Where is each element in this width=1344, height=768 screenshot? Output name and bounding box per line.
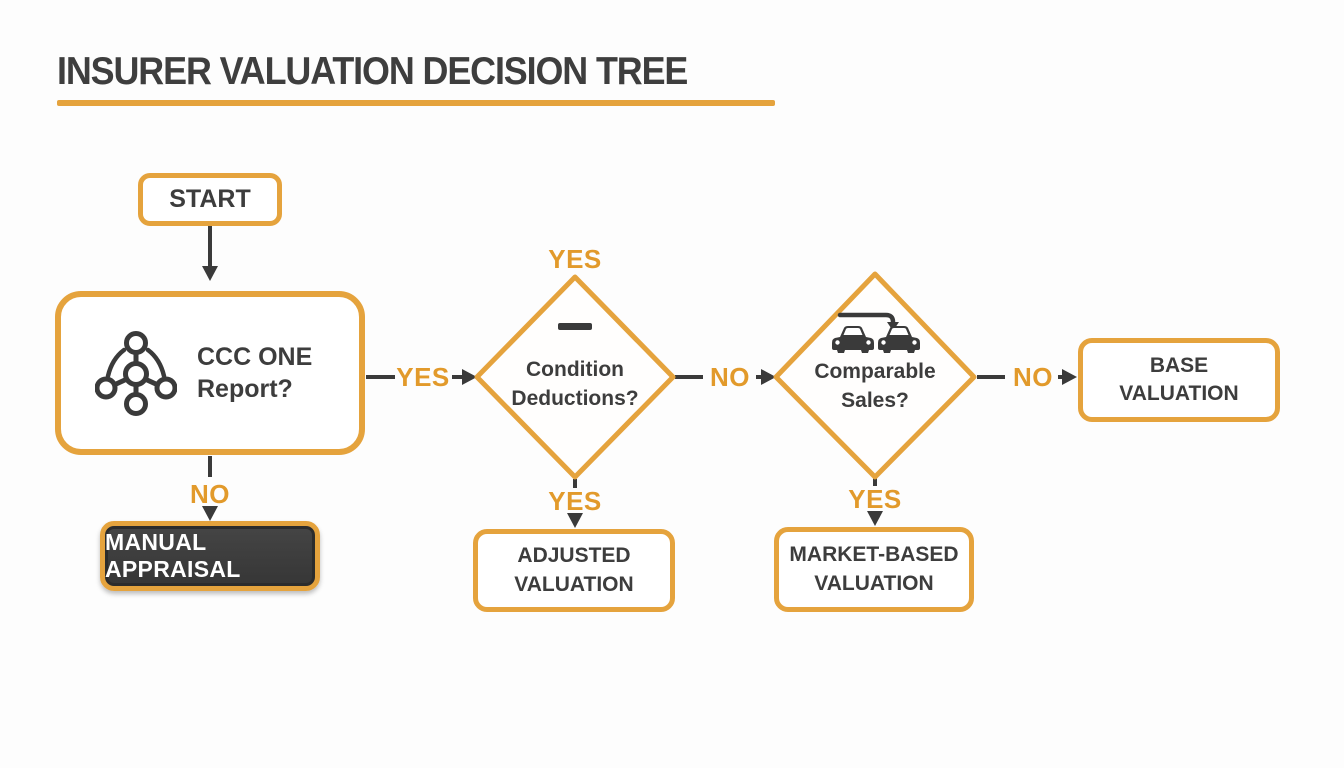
edge-label-comparable-no: NO (1013, 362, 1053, 392)
connector-comparable-to-base (977, 369, 1077, 385)
condition-deductions-diamond (474, 274, 676, 480)
connector-condition-to-adjusted (567, 479, 583, 528)
start-label: START (169, 185, 251, 213)
ccc-one-report-label: CCC ONE Report? (197, 343, 313, 403)
adjusted-valuation-node: ADJUSTED VALUATION (473, 529, 675, 612)
edge-label-condition-yes: YES (548, 486, 602, 516)
car-comparison-icon (832, 312, 920, 353)
base-valuation-node: BASE VALUATION (1078, 338, 1280, 422)
start-node: START (138, 173, 282, 226)
network-icon (95, 331, 177, 416)
edge-label-ccc-no: NO (190, 479, 230, 509)
car-left-icon (832, 326, 874, 353)
minus-icon (558, 323, 592, 330)
comparable-sales-diamond (773, 271, 977, 480)
edge-label-condition-top-yes: YES (548, 244, 602, 274)
manual-appraisal-node: MANUAL APPRAISAL (100, 521, 320, 591)
edge-label-comparable-yes: YES (848, 484, 902, 514)
market-based-valuation-node: MARKET-BASED VALUATION (774, 527, 974, 612)
comparable-sales-label: Comparable Sales? (814, 360, 936, 412)
title-underline (57, 100, 775, 106)
connector-condition-to-comparable (675, 369, 776, 385)
manual-appraisal-label: MANUAL APPRAISAL (105, 529, 241, 582)
connector-ccc-to-manual (202, 456, 218, 521)
edge-label-ccc-yes: YES (396, 362, 450, 392)
connector-ccc-to-condition (366, 369, 477, 385)
page-title: INSURER VALUATION DECISION TREE (57, 50, 688, 93)
edge-label-condition-no: NO (710, 362, 750, 392)
condition-deductions-label: Condition Deductions? (511, 358, 639, 410)
car-right-icon (878, 326, 920, 353)
ccc-one-report-node: CCC ONE Report? (55, 291, 365, 455)
connector-start-to-ccc (202, 226, 218, 281)
